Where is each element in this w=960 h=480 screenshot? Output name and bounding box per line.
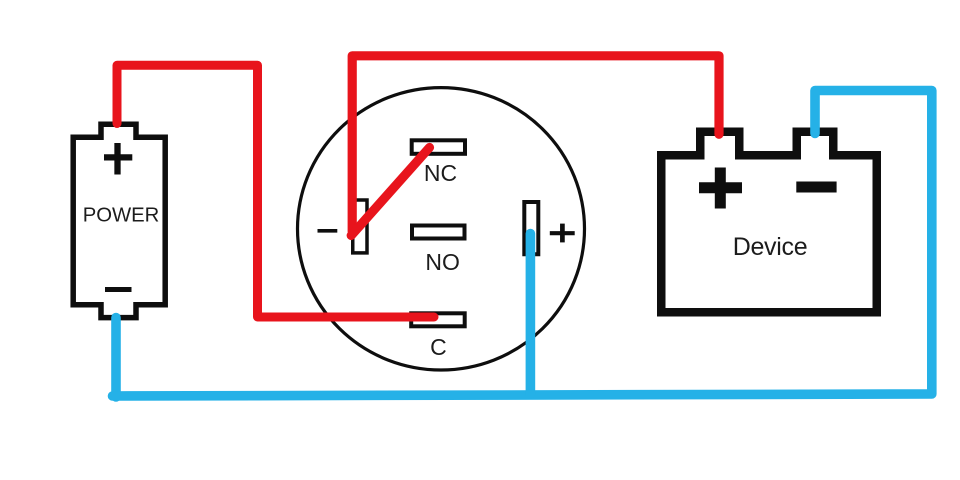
- svg-text:Device: Device: [733, 233, 808, 261]
- svg-text:NC: NC: [424, 160, 457, 186]
- svg-text:C: C: [430, 334, 447, 360]
- svg-text:POWER: POWER: [83, 205, 160, 227]
- svg-text:NO: NO: [425, 249, 460, 275]
